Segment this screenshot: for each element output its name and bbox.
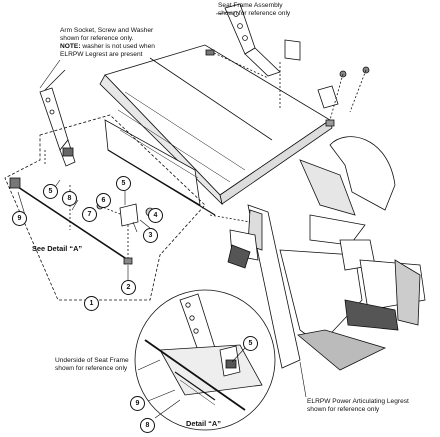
arm-socket-label-line2: shown for reference only. [60,35,134,42]
callout-5: 5 [43,184,58,199]
callout-5-detail: 5 [243,336,258,351]
callout-3: 3 [143,228,158,243]
right-hardware [317,66,370,127]
part-group-boundary [4,114,206,301]
arm-socket-note: NOTE: washer is not used when [60,43,155,51]
elrpw-label-line2: shown for reference only [307,406,380,413]
seat-frame-label-line2: shown for reference only [218,10,291,17]
elrpw-label: ELRPW Power Articulating Legrest shown f… [307,398,409,414]
seat-frame-label-line1: Seat Frame Assembly [218,2,283,9]
elrpw-label-line1: ELRPW Power Articulating Legrest [307,398,409,405]
callout-5-upper: 5 [116,176,131,191]
callout-6: 6 [96,193,111,208]
callout-8-detail: 8 [140,418,155,433]
seat-frame-panel [99,44,333,216]
arm-socket-label: Arm Socket, Screw and Washer shown for r… [60,27,155,59]
note-text: washer is not used when [80,43,155,50]
callout-1: 1 [84,296,99,311]
callout-9: 9 [12,211,27,226]
detail-a-label: Detail “A” [186,419,221,428]
underside-label: Underside of Seat Frame shown for refere… [55,357,129,373]
callout-9-detail: 9 [130,396,145,411]
callout-8: 8 [62,191,77,206]
elrpw-legrest [209,136,426,371]
arm-socket [39,69,76,167]
callout-2: 2 [121,280,136,295]
note-prefix: NOTE: [60,43,81,50]
rod-assembly [9,177,155,265]
note-text-line2: ELRPW Legrest are present [60,51,143,58]
underside-label-line2: shown for reference only [55,365,128,372]
underside-label-line1: Underside of Seat Frame [55,357,129,364]
callout-7: 7 [82,207,97,222]
seat-frame-label: Seat Frame Assembly shown for reference … [218,2,290,18]
callout-4: 4 [148,208,163,223]
see-detail-label: See Detail “A” [32,244,83,253]
detail-a-view [134,289,276,431]
seat-frame-bracket [205,3,301,110]
arm-socket-label-line1: Arm Socket, Screw and Washer [60,27,154,34]
